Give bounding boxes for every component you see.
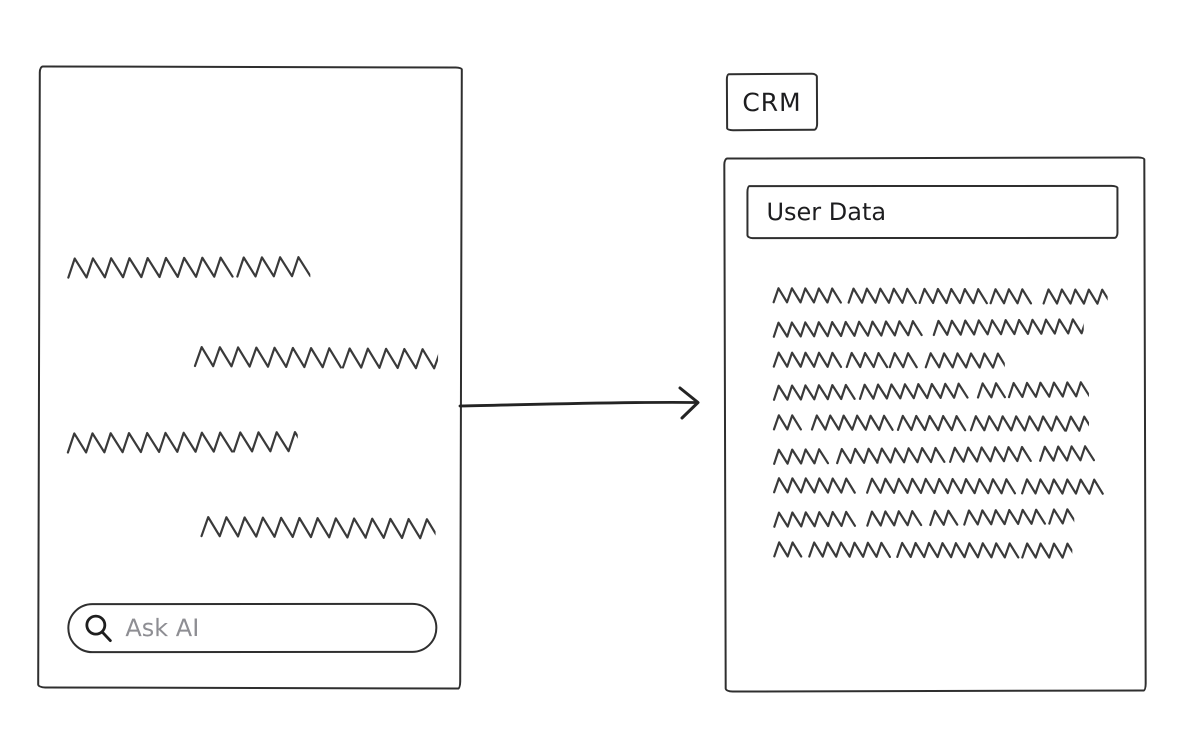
crm-tag: CRM <box>725 72 819 132</box>
user-data-label: User Data <box>766 198 887 227</box>
user-data-header: User Data <box>746 184 1119 240</box>
chat-panel <box>37 65 463 690</box>
crm-text-scribble <box>772 507 1078 529</box>
crm-text-scribble <box>772 444 1096 467</box>
chat-message-scribble <box>66 430 308 455</box>
crm-text-scribble <box>772 380 1091 403</box>
crm-text-scribble <box>772 351 1008 371</box>
search-icon <box>83 613 113 643</box>
chat-message-scribble <box>66 255 312 280</box>
chat-message-scribble <box>193 345 454 371</box>
ask-ai-input[interactable] <box>123 612 422 644</box>
crm-panel: User Data <box>723 156 1147 693</box>
crm-tag-label: CRM <box>742 87 802 117</box>
flow-arrow <box>458 386 700 420</box>
ask-ai-bar[interactable] <box>67 602 438 654</box>
crm-text-scribble <box>772 540 1078 560</box>
crm-text-scribble <box>772 476 1104 496</box>
chat-message-scribble <box>199 515 440 541</box>
crm-text-scribble <box>772 413 1094 433</box>
crm-text-scribble <box>772 317 1097 340</box>
crm-text-scribble <box>772 286 1112 306</box>
